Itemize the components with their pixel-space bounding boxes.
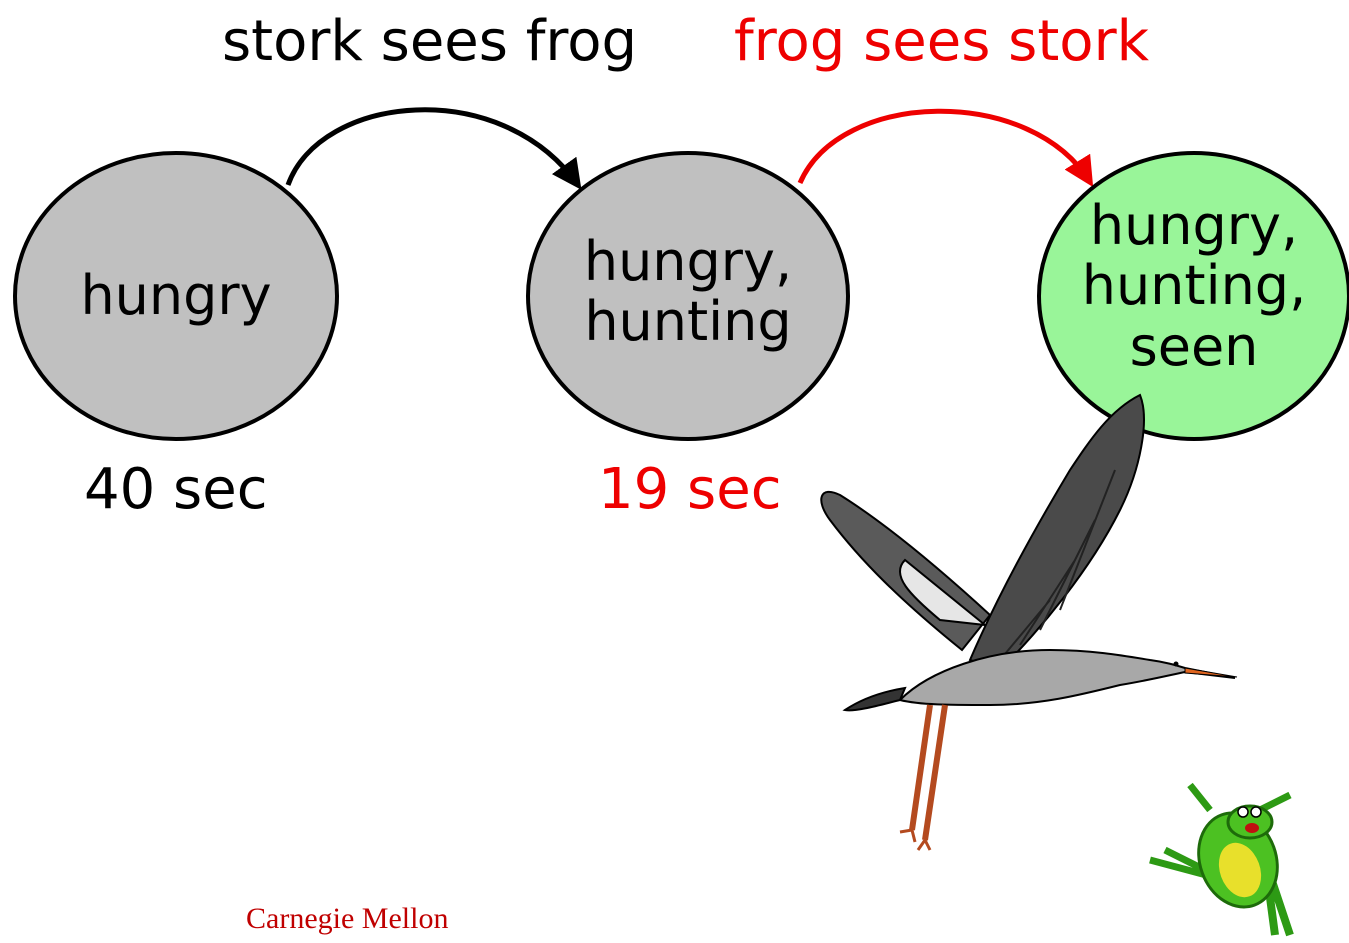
- state-label-line: seen: [1074, 317, 1314, 377]
- transition-label-frog-sees-stork: frog sees stork: [734, 14, 1149, 70]
- footer-institution: Carnegie Mellon: [246, 902, 448, 936]
- state-label-hungry-hunting: hungry, hunting: [568, 232, 808, 353]
- state-label-hungry: hungry: [56, 266, 296, 326]
- state-label-line: hungry,: [1074, 196, 1314, 256]
- state-label-line: hunting: [568, 292, 808, 352]
- frog-illustration: [1150, 785, 1290, 935]
- duration-hungry-hunting: 19 sec: [598, 462, 781, 518]
- duration-hungry: 40 sec: [84, 462, 267, 518]
- state-label-line: hungry,: [568, 232, 808, 292]
- state-label-line: hunting,: [1074, 256, 1314, 316]
- state-label-line: hungry: [56, 266, 296, 326]
- state-label-hungry-hunting-seen: hungry, hunting, seen: [1074, 196, 1314, 377]
- transition-arrow-stork-sees-frog: [288, 110, 578, 185]
- transition-label-stork-sees-frog: stork sees frog: [222, 14, 637, 70]
- transition-arrow-frog-sees-stork: [800, 111, 1090, 183]
- stork-illustration: [821, 395, 1237, 850]
